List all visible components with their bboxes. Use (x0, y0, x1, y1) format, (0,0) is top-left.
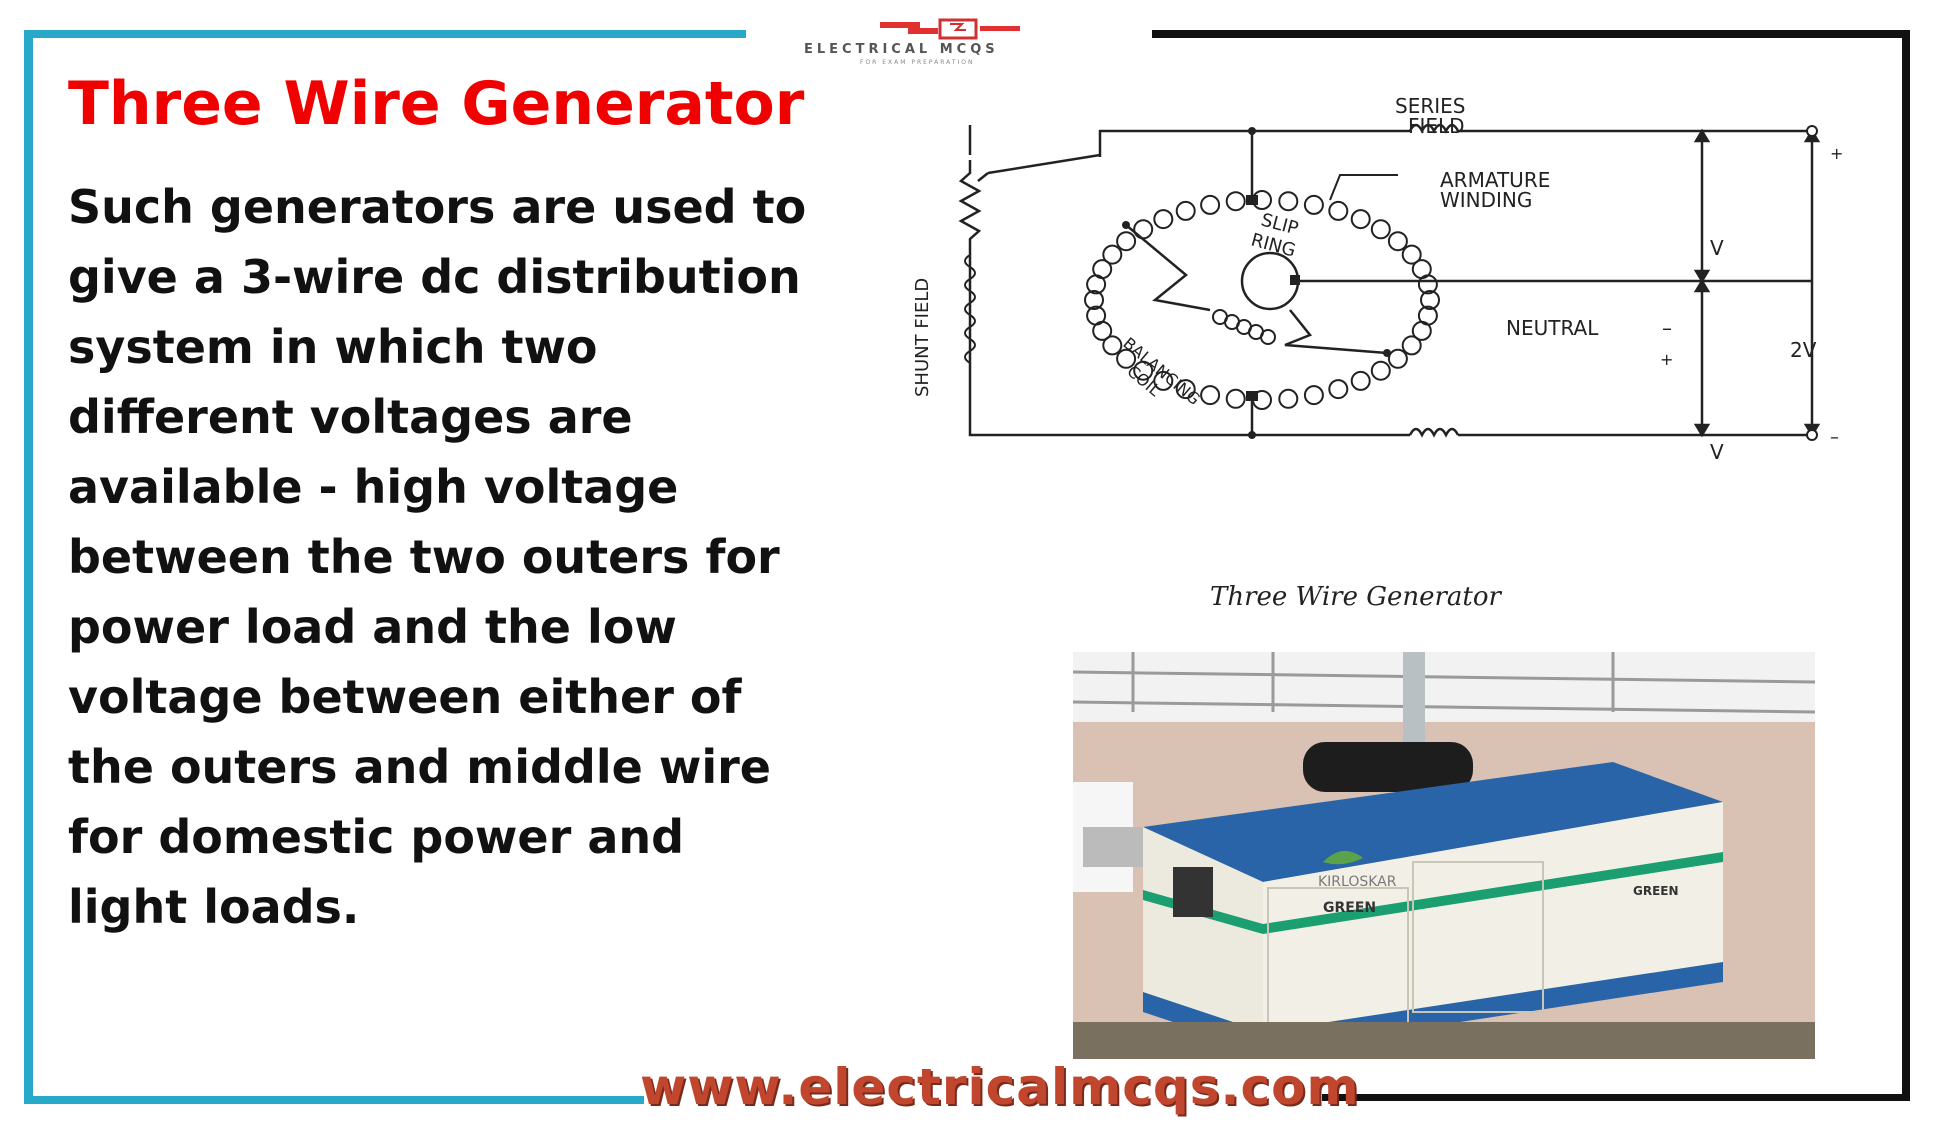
label-v-bottom: V (1710, 440, 1724, 464)
armature-loop (1225, 388, 1246, 409)
armature-loop (1417, 274, 1438, 295)
armature-loop (1102, 335, 1123, 356)
armature-loop (1102, 244, 1123, 265)
generator-photo: KIRLOSKAR GREEN GREEN (1073, 652, 1815, 1059)
label-2v: 2V (1790, 338, 1817, 362)
armature-loop (1175, 379, 1196, 400)
armature-loop (1350, 209, 1371, 230)
logo-tagline: FOR EXAM PREPARATION (860, 59, 975, 66)
site-logo: ELECTRICAL MCQS FOR EXAM PREPARATION (790, 18, 1130, 66)
photo-brand-kirloskar: KIRLOSKAR (1318, 874, 1397, 890)
label-terminal-minus: – (1830, 427, 1839, 448)
website-url: www.electricalmcqs.com (640, 1058, 1360, 1116)
frame-right-border (1902, 30, 1910, 1100)
armature-loop (1116, 231, 1137, 252)
label-neutral: NEUTRAL (1506, 316, 1599, 340)
armature-loop (1370, 219, 1391, 240)
logo-name: ELECTRICAL MCQS (804, 42, 999, 57)
armature-loop (1328, 200, 1349, 221)
leaf-logo-icon (1323, 850, 1363, 865)
armature-winding-coils (1084, 190, 1440, 410)
armature-loop (1420, 290, 1440, 310)
label-shunt-field: SHUNT FIELD (912, 278, 933, 397)
label-winding: WINDING (1440, 188, 1532, 212)
frame-bottom-border-dark (1322, 1094, 1910, 1101)
armature-loop (1411, 320, 1432, 341)
armature-loop (1278, 388, 1299, 409)
armature-loop (1303, 385, 1324, 406)
armature-loop (1200, 194, 1221, 215)
label-neutral-minus: – (1662, 316, 1672, 340)
frame-bottom-border-cyan (24, 1096, 644, 1104)
armature-loop (1086, 305, 1107, 326)
armature-loop (1401, 244, 1422, 265)
armature-loop (1153, 209, 1174, 230)
frame-top-border-cyan (24, 30, 746, 38)
armature-loop (1387, 348, 1408, 369)
label-field: FIELD (1408, 114, 1465, 138)
label-armature: ARMATURE (1440, 168, 1550, 192)
armature-loop (1225, 191, 1246, 212)
armature-loop (1370, 360, 1391, 381)
logo-mark-icon (880, 18, 1020, 40)
armature-loop (1133, 360, 1154, 381)
label-v-top: V (1710, 236, 1724, 260)
photo-brand-green: GREEN (1323, 900, 1376, 916)
diagram-caption: Three Wire Generator (1210, 582, 1503, 612)
armature-loop (1133, 219, 1154, 240)
balancing-coil-loop (1260, 329, 1276, 345)
label-terminal-plus: + (1830, 144, 1843, 163)
armature-loop (1153, 370, 1174, 391)
armature-loop (1350, 370, 1371, 391)
photo-brand-green-side: GREEN (1633, 884, 1679, 898)
frame-left-border (24, 34, 33, 1104)
armature-loop (1328, 379, 1349, 400)
armature-loop (1278, 191, 1299, 212)
armature-loop (1175, 200, 1196, 221)
armature-loop (1084, 290, 1104, 310)
label-neutral-plus: + (1660, 350, 1673, 369)
armature-loop (1303, 194, 1324, 215)
description-paragraph: Such generators are used to give a 3-wir… (68, 180, 807, 934)
label-series: SERIES (1395, 95, 1465, 118)
three-wire-generator-diagram: SERIES FIELD ARMATURE WINDING SLIP RING … (912, 95, 1843, 612)
armature-loop (1387, 231, 1408, 252)
armature-loop (1200, 385, 1221, 406)
shunt-field-coil (964, 254, 976, 364)
armature-loop (1401, 335, 1422, 356)
page-title: Three Wire Generator (68, 69, 805, 139)
frame-top-border-dark (1152, 30, 1910, 38)
armature-loop (1116, 348, 1137, 369)
armature-loop (1092, 259, 1113, 280)
